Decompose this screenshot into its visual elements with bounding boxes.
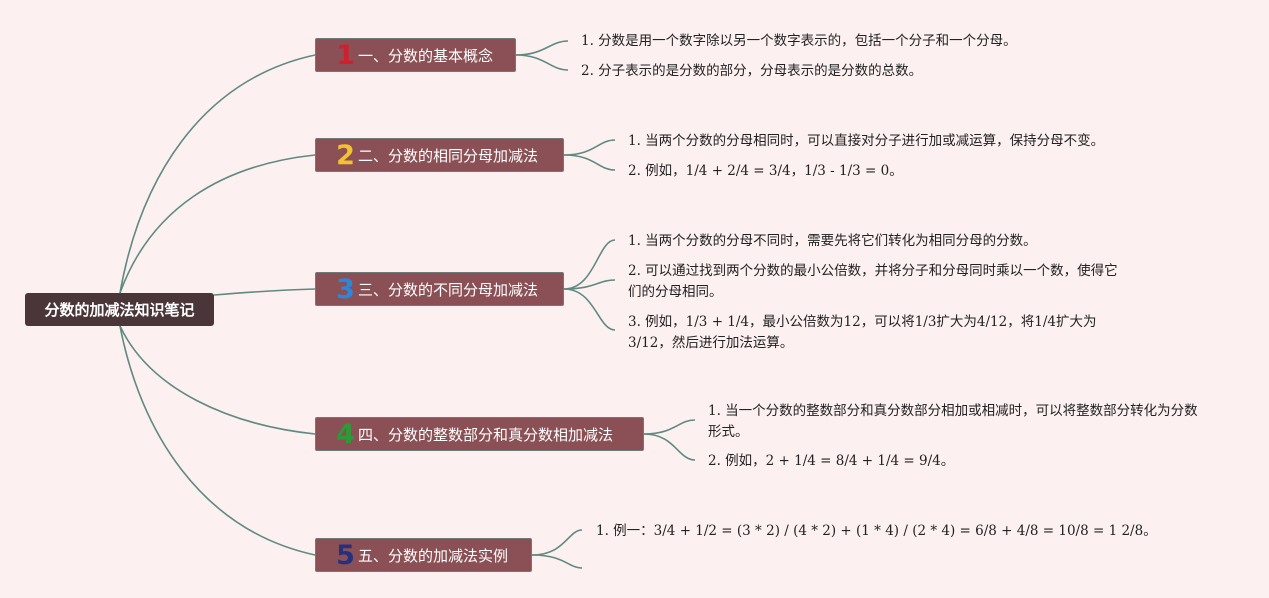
- connector-root-branch-2: [119, 154, 316, 294]
- leaf-3-3: 3. 例如，1/3 + 1/4，最小公倍数为12，可以将1/3扩大为4/12，将…: [628, 314, 1097, 351]
- branch-node-2[interactable]: 2 二、分数的相同分母加减法: [315, 138, 564, 172]
- branch-node-4[interactable]: 4 四、分数的整数部分和真分数相加减法: [315, 417, 644, 451]
- root-node[interactable]: 分数的加减法知识笔记: [25, 293, 214, 326]
- branch-label-1: 一、分数的基本概念: [358, 46, 494, 65]
- leaf-2-1: 1. 当两个分数的分母相同时，可以直接对分子进行加或减运算，保持分母不变。: [628, 133, 1105, 149]
- leaf-5-1: 1. 例一：3/4 + 1/2 = (3 * 2) / (4 * 2) + (1…: [596, 523, 1157, 539]
- number-4-icon: 4: [336, 418, 355, 450]
- connector-b2-leaf-1: [563, 139, 616, 156]
- connector-b5-leaf-2: [531, 554, 583, 569]
- leaf-1-1: 1. 分数是用一个数字除以另一个数字表示的，包括一个分子和一个分母。: [581, 33, 1017, 49]
- branch-node-1[interactable]: 1 一、分数的基本概念: [315, 38, 516, 72]
- branch-node-5[interactable]: 5 五、分数的加减法实例: [315, 538, 532, 572]
- connector-root-branch-3: [213, 288, 316, 296]
- branch-label-4: 四、分数的整数部分和真分数相加减法: [358, 425, 614, 444]
- connector-b5-leaf-1: [531, 529, 583, 556]
- connector-root-branch-1: [119, 54, 316, 294]
- branch-label-2: 二、分数的相同分母加减法: [358, 146, 539, 165]
- connector-b4-leaf-2: [643, 433, 696, 461]
- number-5-icon: 5: [336, 539, 355, 571]
- connector-b3-leaf-2: [563, 279, 616, 290]
- leaf-4-1: 1. 当一个分数的整数部分和真分数部分相加或相减时，可以将整数部分转化为分数形式…: [708, 403, 1198, 440]
- root-title: 分数的加减法知识笔记: [44, 301, 195, 319]
- branch-label-5: 五、分数的加减法实例: [358, 546, 509, 565]
- number-3-icon: 3: [336, 273, 355, 305]
- leaf-2-2: 2. 例如，1/4 + 2/4 = 3/4，1/3 - 1/3 = 0。: [628, 163, 903, 179]
- connector-b1-leaf-1: [515, 40, 569, 56]
- leaf-1-2: 2. 分子表示的是分数的部分，分母表示的是分数的总数。: [581, 63, 923, 79]
- leaf-3-2: 2. 可以通过找到两个分数的最小公倍数，并将分子和分母同时乘以一个数，使得它们的…: [628, 263, 1118, 300]
- connector-b2-leaf-2: [563, 154, 616, 171]
- number-2-icon: 2: [336, 139, 355, 171]
- connector-root-branch-5: [119, 325, 316, 556]
- leaf-3-1: 1. 当两个分数的分母不同时，需要先将它们转化为相同分母的分数。: [628, 233, 1037, 249]
- connector-b4-leaf-1: [643, 419, 696, 435]
- connector-b3-leaf-3: [563, 288, 616, 331]
- connector-root-branch-4: [119, 325, 316, 435]
- connector-b1-leaf-2: [515, 54, 569, 71]
- branch-node-3[interactable]: 3 三、分数的不同分母加减法: [315, 272, 564, 306]
- connector-b3-leaf-1: [563, 239, 616, 290]
- leaf-4-2: 2. 例如，2 + 1/4 = 8/4 + 1/4 = 9/4。: [708, 453, 955, 469]
- branch-label-3: 三、分数的不同分母加减法: [358, 280, 539, 299]
- number-1-icon: 1: [336, 39, 355, 71]
